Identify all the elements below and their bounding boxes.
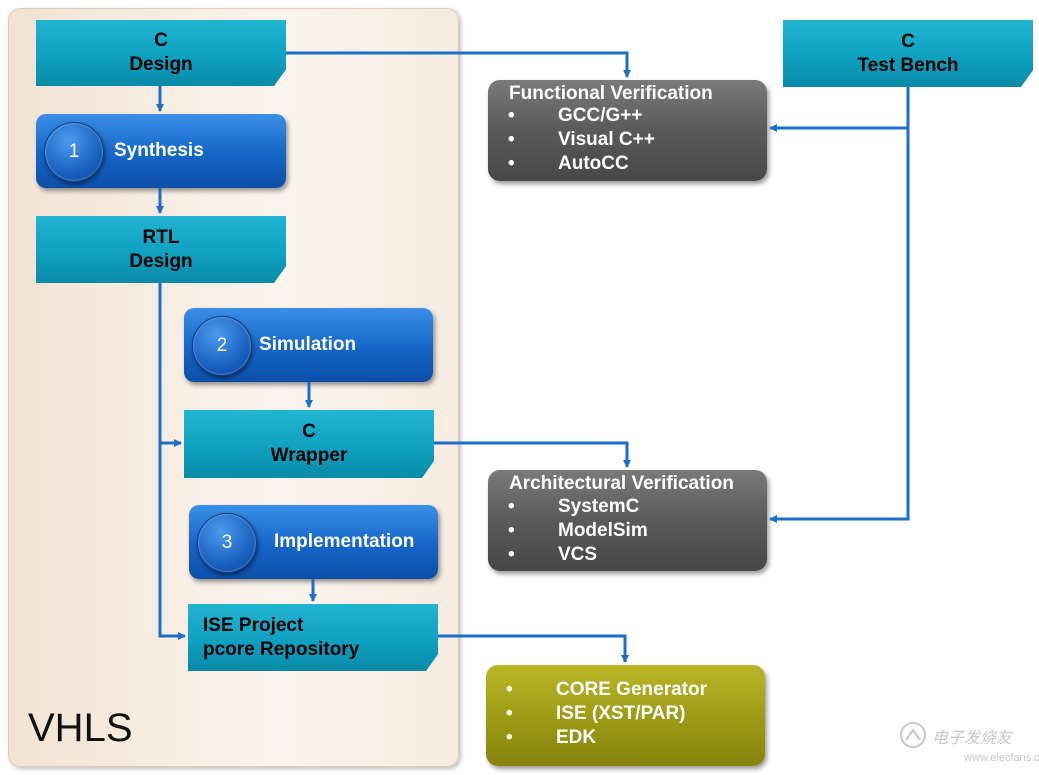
- list-item-text: VCS: [558, 544, 598, 565]
- list-item-text: GCC/G++: [558, 105, 643, 126]
- ise-project-box[interactable]: ISE Project pcore Repository: [188, 604, 438, 671]
- arrow-testbench-functional: [769, 87, 910, 132]
- c-design-line1: C: [154, 30, 168, 51]
- arrow-cdesign-functional: [286, 51, 631, 78]
- rtl-design-box[interactable]: RTL Design: [36, 216, 286, 283]
- implementation-step[interactable]: 3 Implementation: [189, 505, 438, 579]
- implementation-tools-box[interactable]: • CORE Generator • ISE (XST/PAR) • EDK: [486, 665, 765, 766]
- watermark-url: www.elecfans.com: [964, 752, 1039, 764]
- list-item-text: Visual C++: [558, 129, 655, 150]
- list-item-text: SystemC: [558, 496, 640, 517]
- rtl-design-line1: RTL: [142, 226, 180, 248]
- functional-verification-title: Functional Verification: [509, 83, 713, 104]
- list-item-text: ISE (XST/PAR): [556, 703, 686, 724]
- list-item-text: ModelSim: [558, 520, 648, 541]
- list-item-text: AutoCC: [558, 153, 629, 174]
- ise-project-line2: pcore Repository: [203, 638, 360, 660]
- bullet: •: [508, 129, 515, 150]
- c-test-bench-box[interactable]: C Test Bench: [783, 20, 1033, 87]
- functional-verification-box[interactable]: Functional Verification • GCC/G++ • Visu…: [488, 80, 767, 181]
- synthesis-label: Synthesis: [114, 140, 204, 161]
- c-wrapper-line2: Wrapper: [270, 445, 348, 466]
- list-item-text: EDK: [556, 727, 597, 748]
- step-number-2: 2: [192, 316, 252, 376]
- simulation-label: Simulation: [259, 334, 357, 355]
- ise-project-line1: ISE Project: [203, 614, 304, 636]
- step-number-1: 1: [44, 122, 104, 182]
- architectural-verification-title: Architectural Verification: [509, 473, 734, 494]
- bullet: •: [508, 544, 515, 565]
- implementation-label: Implementation: [274, 531, 415, 552]
- vhls-label: VHLS: [28, 706, 133, 750]
- synthesis-step[interactable]: 1 Synthesis: [36, 114, 286, 188]
- c-design-box[interactable]: C Design: [36, 20, 286, 86]
- elecfans-logo-icon: [900, 722, 926, 748]
- bullet: •: [506, 727, 513, 748]
- arrow-wrapper-architectural: [434, 441, 631, 468]
- bullet: •: [508, 105, 515, 126]
- list-item-text: CORE Generator: [556, 679, 707, 700]
- bullet: •: [508, 520, 515, 541]
- bullet: •: [506, 679, 513, 700]
- bullet: •: [508, 496, 515, 517]
- bullet: •: [508, 153, 515, 174]
- c-test-bench-line2: Test Bench: [857, 54, 959, 76]
- c-design-line2: Design: [129, 54, 193, 75]
- watermark: 电子发烧友 www.elecfans.com: [898, 718, 1039, 768]
- architectural-verification-box[interactable]: Architectural Verification • SystemC • M…: [488, 470, 767, 571]
- simulation-step[interactable]: 2 Simulation: [184, 308, 433, 382]
- step-number-3: 3: [197, 513, 257, 573]
- arrow-testbench-architectural: [769, 128, 910, 523]
- c-test-bench-line1: C: [901, 30, 915, 52]
- arrow-rtl-wrapper: [158, 283, 182, 447]
- c-wrapper-box[interactable]: C Wrapper: [184, 410, 434, 478]
- arrow-ise-tools: [438, 634, 629, 663]
- arrow-rtl-ise: [158, 443, 186, 640]
- c-wrapper-line1: C: [302, 421, 316, 442]
- bullet: •: [506, 703, 513, 724]
- watermark-text: 电子发烧友: [932, 728, 1013, 747]
- rtl-design-line2: Design: [129, 250, 193, 272]
